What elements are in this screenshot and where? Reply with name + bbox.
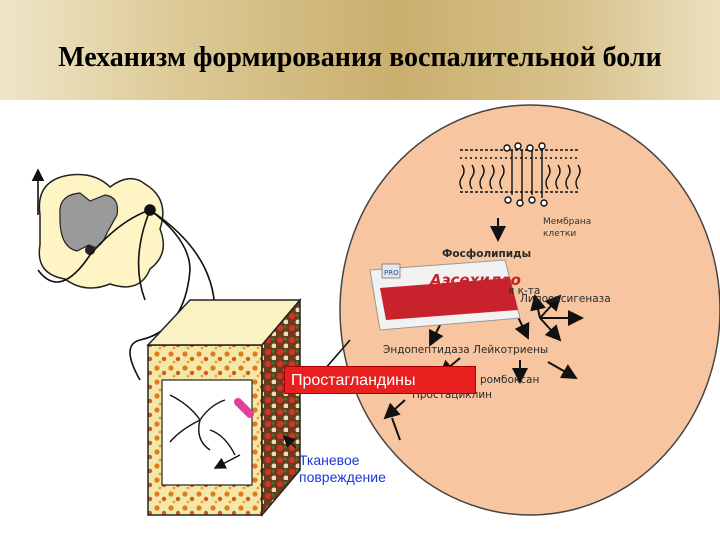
title-bar xyxy=(0,0,720,100)
drug-package-icon: PRO Аэсехидзо xyxy=(369,259,521,331)
tissue-damage-line2: повреждение xyxy=(299,469,386,485)
tissue-damage-label: Тканевое повреждение xyxy=(299,452,386,486)
phospholipids-label: Фосфолипиды xyxy=(442,248,531,260)
tissue-cube-icon xyxy=(146,297,302,518)
membrane-label-2: клетки xyxy=(543,229,576,239)
acid-label: я к-та xyxy=(508,285,540,297)
membrane-bilayer-icon xyxy=(459,142,581,207)
tissue-damage-line1: Тканевое xyxy=(299,452,360,468)
drug-logo: PRO xyxy=(384,269,399,277)
prostaglandins-label: Простагландины xyxy=(284,366,476,394)
cell-body xyxy=(339,104,720,516)
drug-brand: Аэсехидзо xyxy=(429,271,521,289)
spinal-cord-icon xyxy=(38,173,165,289)
membrane-label-1: Мембрана xyxy=(543,217,591,227)
endoperoxidase-label: Эндопептидаза Лейкотриены xyxy=(383,344,548,356)
lipoxygenase-label: Липооксигеназа xyxy=(520,293,611,305)
thromboxane-label: ромбоксан xyxy=(480,374,539,386)
page-title: Механизм формирования воспалительной бол… xyxy=(58,42,662,73)
